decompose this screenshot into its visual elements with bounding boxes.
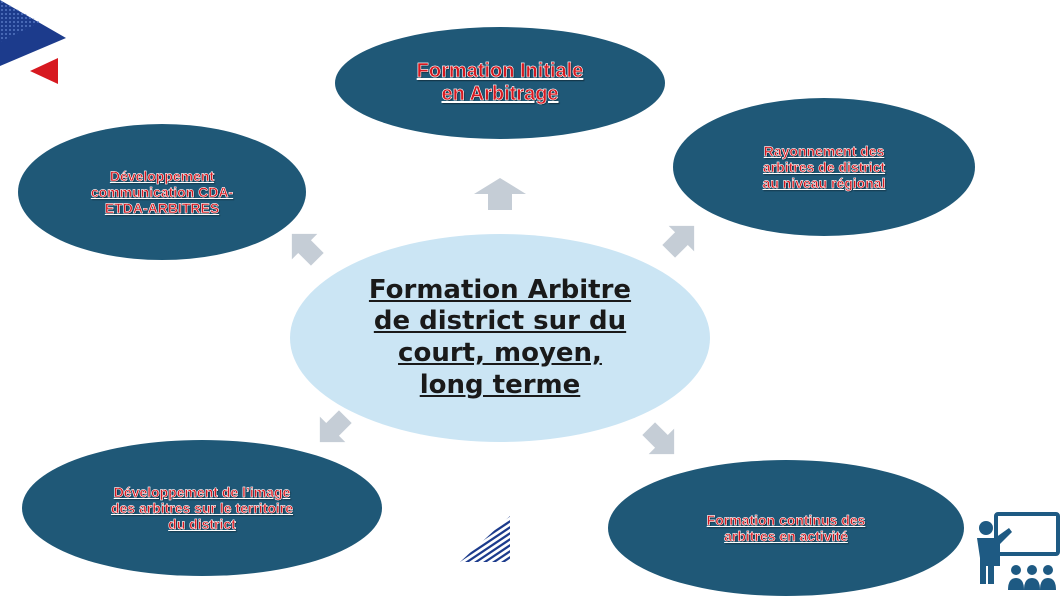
teacher-presentation-icon — [977, 512, 1060, 590]
center-node: Formation Arbitre de district sur du cou… — [290, 234, 710, 442]
arrow-top-left-icon — [291, 233, 324, 266]
arrow-bottom-left-icon — [319, 410, 352, 443]
node-formation-initiale: Formation Initiale en Arbitrage — [335, 27, 665, 139]
node-developpement-image-label: Développement de l’image des arbitres su… — [110, 483, 294, 533]
node-developpement-communication: Développement communication CDA- ETDA-AR… — [18, 124, 306, 260]
node-formation-continue-label: Formation continus des arbitres en activ… — [706, 511, 866, 545]
arrow-up-icon — [474, 178, 526, 210]
node-rayonnement-label: Rayonnement des arbitres de district au … — [762, 142, 886, 192]
arrow-top-right-icon — [662, 225, 695, 258]
arrow-bottom-right-icon — [642, 422, 675, 455]
center-node-label: Formation Arbitre de district sur du cou… — [368, 274, 632, 400]
node-developpement-communication-label: Développement communication CDA- ETDA-AR… — [90, 167, 234, 217]
node-rayonnement: Rayonnement des arbitres de district au … — [673, 98, 975, 236]
node-formation-initiale-label: Formation Initiale en Arbitrage — [416, 60, 584, 106]
node-formation-continue: Formation continus des arbitres en activ… — [608, 460, 964, 596]
striped-triangle-icon — [460, 516, 510, 562]
node-developpement-image: Développement de l’image des arbitres su… — [22, 440, 382, 576]
